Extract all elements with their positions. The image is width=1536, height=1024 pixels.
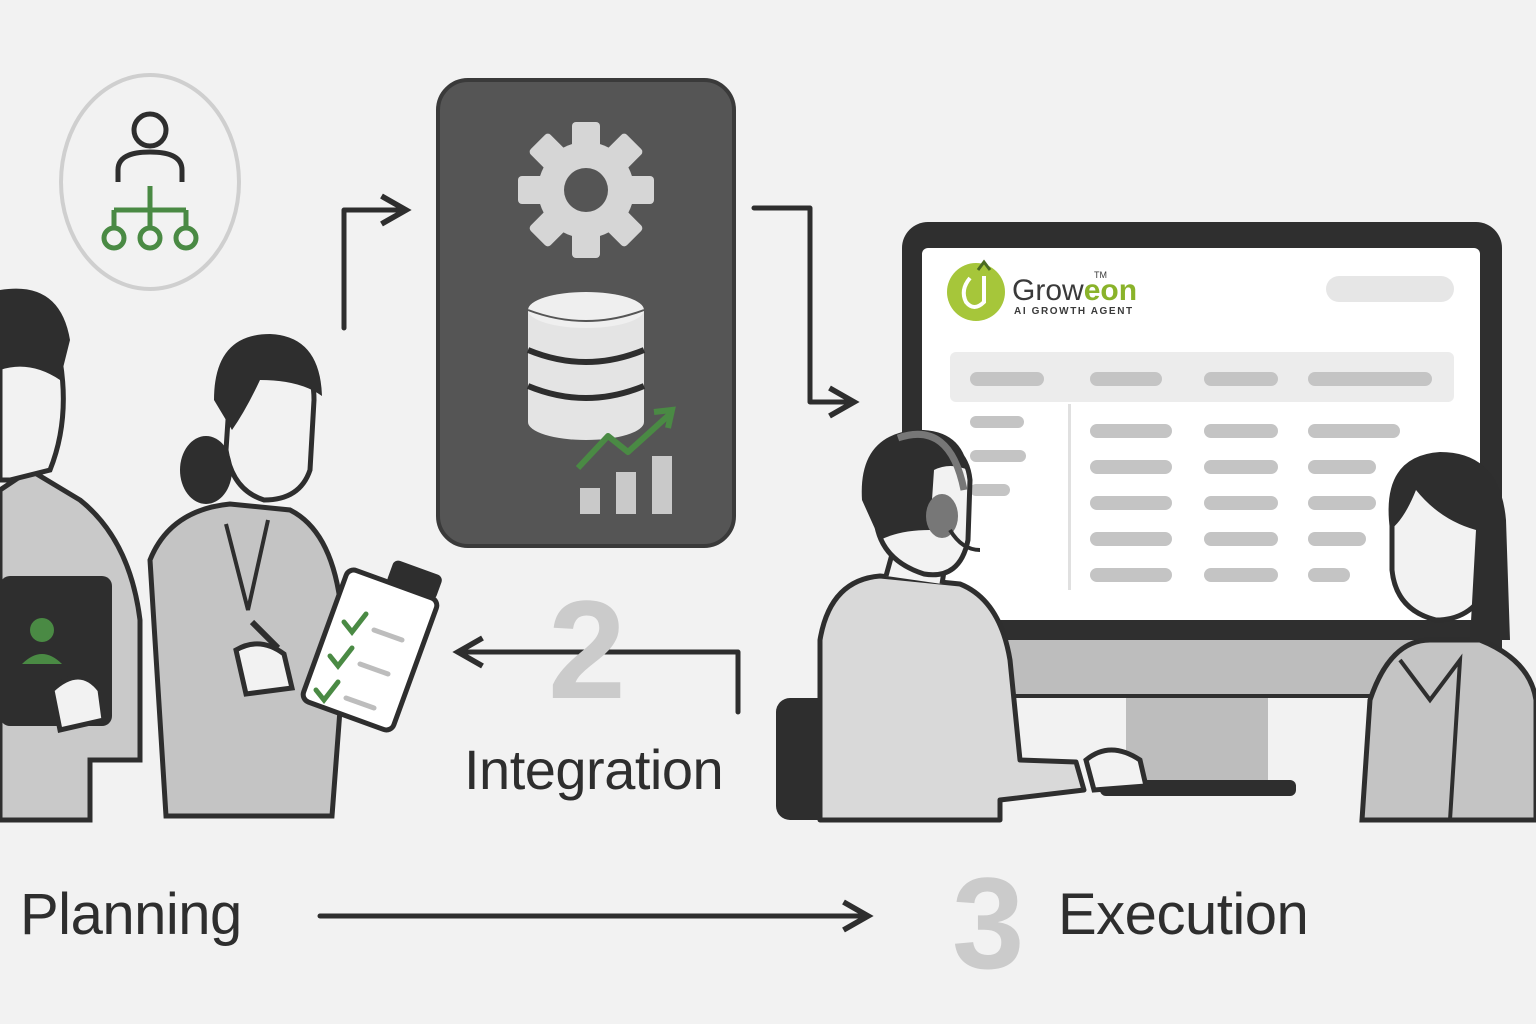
brand-trademark: TM <box>1094 270 1107 280</box>
step-label-integration: Integration <box>464 738 724 801</box>
client-person <box>1359 452 1536 823</box>
computer-monitor <box>902 222 1502 796</box>
gear-icon <box>518 122 654 258</box>
database-icon <box>526 292 646 440</box>
planner-woman <box>147 334 442 819</box>
flow-arrows <box>317 193 874 933</box>
planner-man <box>0 288 143 823</box>
operator-person <box>776 429 1150 823</box>
growth-logo-icon <box>947 259 1005 321</box>
org-chart-icon <box>59 73 241 291</box>
step-number-2: 2 <box>548 571 626 728</box>
brand-tagline: AI GROWTH AGENT <box>1014 306 1134 317</box>
growth-chart-icon <box>575 406 676 514</box>
brand-name: Groweon <box>1012 274 1138 307</box>
integration-panel <box>436 78 736 548</box>
step-number-3: 3 <box>952 850 1025 996</box>
clipboard-icon <box>300 560 442 733</box>
step-label-planning: Planning <box>20 882 242 947</box>
step-label-execution: Execution <box>1058 882 1309 947</box>
